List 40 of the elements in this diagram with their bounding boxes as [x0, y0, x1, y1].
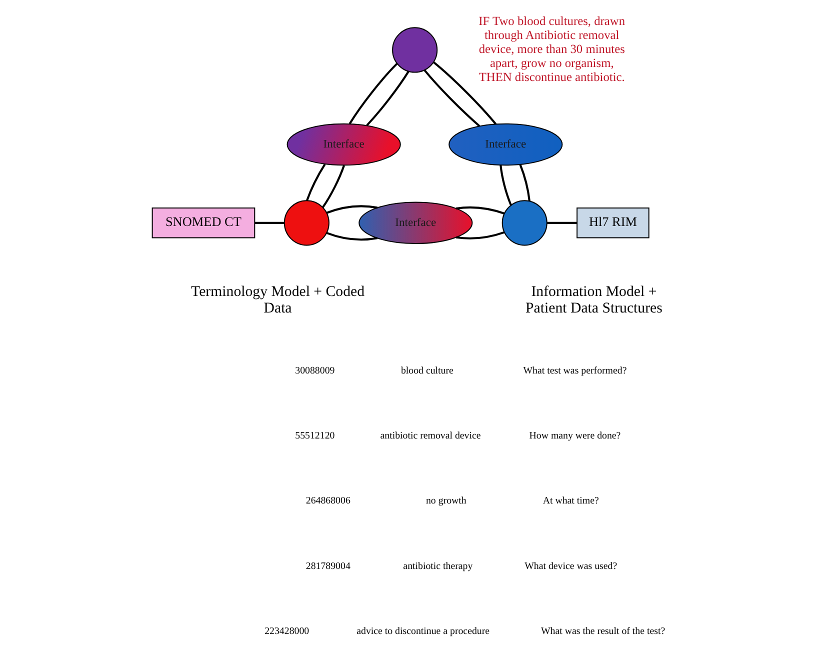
node-box: Hl7 RIM — [576, 208, 649, 238]
connector — [348, 62, 398, 124]
connector — [305, 164, 326, 201]
label: 55512120 — [294, 430, 334, 442]
label: blood culture — [400, 365, 453, 376]
node-circle — [501, 200, 547, 246]
label: advice to discontinue a procedure — [356, 626, 490, 638]
label: What test was performed? — [522, 365, 626, 376]
label: What was the result of the test? — [540, 626, 665, 638]
connector — [518, 164, 530, 202]
label: At what time? — [542, 496, 598, 507]
label: How many were done? — [528, 430, 620, 442]
label: 281789004 — [305, 560, 350, 572]
connector — [321, 165, 344, 208]
node-circle — [392, 27, 438, 73]
node-circle — [283, 200, 329, 246]
node-ellipse: Interface — [286, 123, 400, 166]
label: 223428000 — [264, 626, 309, 638]
connector — [455, 231, 504, 240]
label: no growth — [426, 496, 466, 507]
label: IF Two blood cultures, drawn through Antibiotic removal device, more than 30 minutes apart, grow no organism, THEN discontinue antibiotic. — [478, 14, 625, 84]
label: antibiotic therapy — [402, 560, 472, 572]
connector — [366, 70, 409, 126]
label: antibiotic removal device — [380, 430, 480, 442]
connector — [254, 222, 284, 224]
connector — [499, 164, 512, 206]
connector — [432, 61, 496, 125]
label: What device was used? — [524, 560, 617, 572]
connector — [546, 222, 576, 224]
connector — [423, 70, 480, 127]
label: 30088009 — [294, 365, 334, 376]
node-ellipse: Interface — [358, 202, 472, 244]
connector — [455, 206, 504, 214]
label: Information Model + Patient Data Structures — [525, 284, 662, 316]
node-ellipse: Interface — [448, 123, 562, 166]
label: Terminology Model + Coded Data — [190, 284, 364, 316]
label: 264868006 — [305, 496, 350, 507]
node-box: SNOMED CT — [151, 208, 255, 238]
connector — [326, 232, 378, 241]
connector — [326, 205, 378, 214]
